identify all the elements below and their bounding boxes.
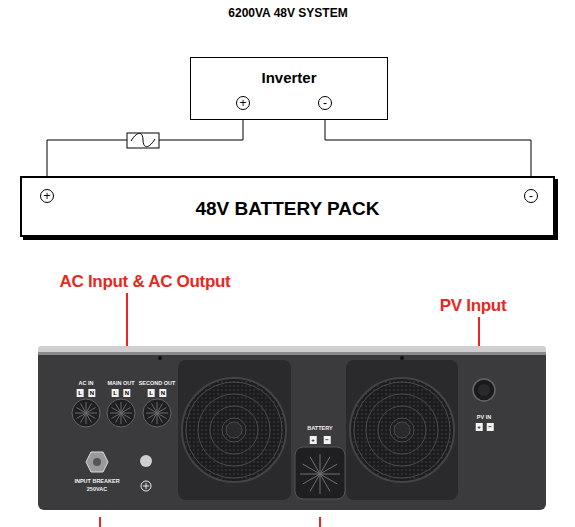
node-text: 48V BATTERY PACK [195,198,379,235]
star-stroke [121,413,132,414]
port-label: PV IN [477,415,491,421]
terminal-sign: + [40,189,54,203]
star-stroke [320,454,321,474]
star-stroke [157,413,168,414]
star-stroke [320,474,321,494]
pin-label: − [324,436,331,444]
star-stroke [157,408,167,414]
terminal-sign: + [236,96,250,110]
node-text: Inverter [261,69,316,119]
star-stroke [121,413,127,423]
star-stroke [303,474,320,484]
pin-label: L [148,389,155,397]
battery-box: 48V BATTERY PACK [20,176,555,237]
star-stroke [75,413,86,414]
pin-label: + [310,436,317,444]
star-stroke [320,474,340,475]
terminal-sign: - [524,189,538,203]
star-stroke [310,457,320,474]
star-stroke [116,403,122,413]
star-stroke [86,402,87,413]
pin-label: L [77,389,84,397]
inverter-panel [38,346,546,510]
star-stroke [76,413,86,419]
fan-ring [222,418,246,442]
star-stroke [121,413,122,424]
ac-socket [72,399,100,427]
star-stroke [157,402,158,413]
star-stroke [86,408,96,414]
star-stroke [81,403,87,413]
diagram-title: 6200VA 48V SYSTEM [228,6,347,20]
star-stroke [121,402,122,413]
star-stroke [300,474,320,475]
pin-label: L [112,389,119,397]
star-stroke [146,413,157,414]
breaker-label: INPUT BREAKER [74,479,119,485]
callout-label: PV Input [440,297,507,314]
fan-ring [210,406,258,454]
star-stroke [147,413,157,419]
ac-socket [107,399,135,427]
star-stroke [320,464,337,474]
inverter-box: Inverter [190,57,388,120]
ac-socket [143,399,171,427]
port-label: MAIN OUT [107,381,134,387]
pin-label: + [476,423,483,431]
star-stroke [86,413,97,414]
fan-ring [354,382,450,478]
battery-wire [47,120,243,176]
fan-ring [378,406,426,454]
fan-hub [394,422,410,438]
star-stroke [157,413,163,423]
star-stroke [86,413,87,424]
star-stroke [152,403,158,413]
fuse-symbol [127,133,159,148]
pin-label: N [88,389,95,397]
port-label: AC IN [79,381,94,387]
fan-ring [390,418,414,442]
terminal-sign: - [318,96,332,110]
pin-label: − [487,423,494,431]
star-stroke [157,413,158,424]
star-stroke [111,413,121,419]
star-stroke [320,474,330,491]
star-stroke [110,413,121,414]
fan-ring [186,382,282,478]
pin-label: N [159,389,166,397]
fan-ring [366,394,438,466]
star-stroke [121,408,131,414]
battery-wire [325,120,531,176]
fan-ring [198,394,270,466]
fan-hub [226,422,242,438]
breaker-label: 250VAC [87,487,107,493]
callout-label: AC Input & AC Output [60,273,231,290]
star-stroke [86,413,92,423]
port-label: SECOND OUT [139,381,176,387]
pin-label: N [123,389,130,397]
port-label: BATTERY [307,426,332,432]
